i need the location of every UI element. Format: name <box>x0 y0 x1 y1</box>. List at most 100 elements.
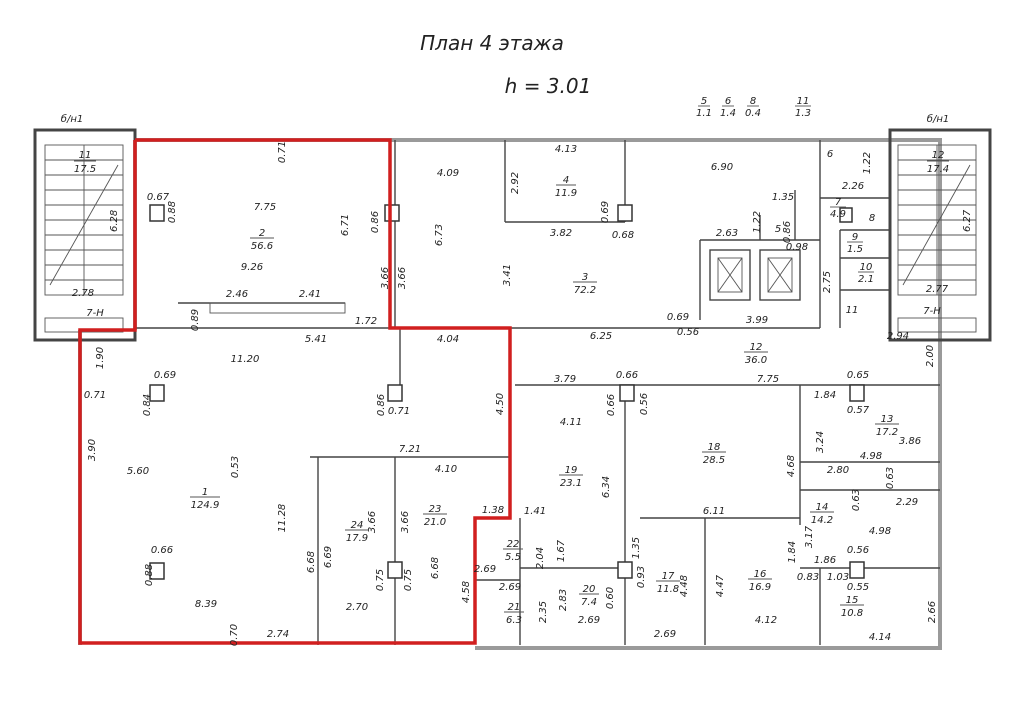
svg-text:28.5: 28.5 <box>703 455 725 466</box>
svg-text:19: 19 <box>565 465 578 476</box>
dimension-label: 2.29 <box>896 497 918 508</box>
svg-text:12: 12 <box>750 342 763 353</box>
dimension-label: 1.41 <box>524 506 546 517</box>
dimension-label: 0.63 <box>851 489 862 511</box>
stair-left-width: 2.78 <box>72 288 94 299</box>
dimension-label: 0.71 <box>277 141 288 163</box>
dimension-label: 0.93 <box>636 566 647 588</box>
dimension-label: 2.66 <box>927 601 938 623</box>
room-8-top: 80.4 <box>745 96 761 119</box>
svg-text:23.1: 23.1 <box>560 478 582 489</box>
svg-text:17.2: 17.2 <box>876 427 898 438</box>
dimension-label: 0.88 <box>144 564 155 586</box>
columns <box>149 204 865 580</box>
svg-text:6.3: 6.3 <box>506 615 522 626</box>
highlighted-rental-zone <box>78 138 512 645</box>
svg-text:4: 4 <box>563 175 569 186</box>
svg-text:4.9: 4.9 <box>830 209 846 220</box>
dimension-label: 0.86 <box>782 221 793 243</box>
dimension-label: 4.12 <box>755 615 777 626</box>
svg-text:9: 9 <box>852 232 858 243</box>
svg-text:10: 10 <box>860 262 873 273</box>
room-9: 91.5 <box>847 232 863 255</box>
dimension-label: 6.68 <box>306 551 317 573</box>
dimension-label: 1.84 <box>814 390 836 401</box>
room-21: 216.3 <box>504 602 524 626</box>
dimension-label: 2.04 <box>535 547 546 569</box>
room-label-5: 5 <box>775 224 781 235</box>
dimension-label: 6.69 <box>323 546 334 568</box>
svg-text:11: 11 <box>797 96 810 107</box>
room-2: 256.6 <box>250 228 274 252</box>
dimension-label: 1.22 <box>752 211 763 233</box>
dimension-label: 0.66 <box>151 545 173 556</box>
stair-right-exit: 7-Н <box>923 306 941 317</box>
dimension-label: 2.80 <box>827 465 849 476</box>
dimension-label: 3.66 <box>380 267 391 289</box>
dimension-label: 0.65 <box>847 370 869 381</box>
dimension-label: 0.55 <box>847 582 869 593</box>
dimension-label: 0.84 <box>142 394 153 416</box>
dimension-label: 6.34 <box>601 476 612 498</box>
dimension-label: 6.71 <box>340 214 351 236</box>
dimension-label: 0.69 <box>667 312 689 323</box>
dimension-label: 3.24 <box>815 431 826 453</box>
dimension-label: 3.66 <box>400 511 411 533</box>
dimension-label: 2.83 <box>558 589 569 611</box>
dimension-label: 2.26 <box>842 181 864 192</box>
svg-text:15: 15 <box>846 595 859 606</box>
dimension-label: 3.90 <box>87 439 98 461</box>
dimension-label: 0.60 <box>605 587 616 609</box>
room-11-top: 111.3 <box>795 96 811 119</box>
stair-right-width: 2.77 <box>926 284 949 295</box>
dimension-label: 4.47 <box>715 574 726 597</box>
dimension-label: 11.20 <box>231 354 260 365</box>
dimension-label: 4.14 <box>869 632 891 643</box>
dimension-label: 4.50 <box>495 393 506 415</box>
dimension-label: 4.09 <box>437 168 459 179</box>
dimension-label: 0.63 <box>885 467 896 489</box>
room-label-8: 8 <box>869 213 875 224</box>
stairwell-right <box>888 128 992 342</box>
room-7: 74.9 <box>830 197 846 220</box>
dimension-label: 4.98 <box>860 451 882 462</box>
svg-text:56.6: 56.6 <box>251 241 273 252</box>
svg-text:18: 18 <box>708 442 721 453</box>
svg-text:3: 3 <box>582 272 588 283</box>
dimension-label: 0.53 <box>230 456 241 478</box>
dimension-label: 2.69 <box>578 615 600 626</box>
dimension-label: 3.79 <box>554 374 576 385</box>
dimension-label: 5.41 <box>305 334 327 345</box>
dimension-label: 0.98 <box>786 242 808 253</box>
stair-right-number: 12 <box>932 150 945 161</box>
dimension-label: 3.41 <box>502 264 513 286</box>
stair-left-exit: 7-Н <box>86 308 104 319</box>
dimension-label: 0.66 <box>606 394 617 416</box>
dimension-label: 2.69 <box>499 582 521 593</box>
dimension-label: 4.68 <box>786 455 797 477</box>
svg-text:6: 6 <box>725 96 731 107</box>
svg-text:17.9: 17.9 <box>346 533 368 544</box>
elevator-shafts <box>709 249 801 301</box>
dimension-label: 0.71 <box>388 406 410 417</box>
dimension-label: 0.88 <box>167 201 178 223</box>
room-6-top: 61.4 <box>720 96 736 119</box>
stair-left-tag: б/н1 <box>61 113 83 125</box>
dimension-label: 1.38 <box>482 505 504 516</box>
dimension-label: 11.28 <box>277 504 288 533</box>
dimension-label: 7.75 <box>254 202 276 213</box>
svg-text:22: 22 <box>507 539 520 550</box>
dimension-label: 4.13 <box>555 144 577 155</box>
dimension-label: 4.48 <box>679 575 690 597</box>
room-22: 225.5 <box>503 539 523 563</box>
svg-text:5: 5 <box>701 96 707 107</box>
